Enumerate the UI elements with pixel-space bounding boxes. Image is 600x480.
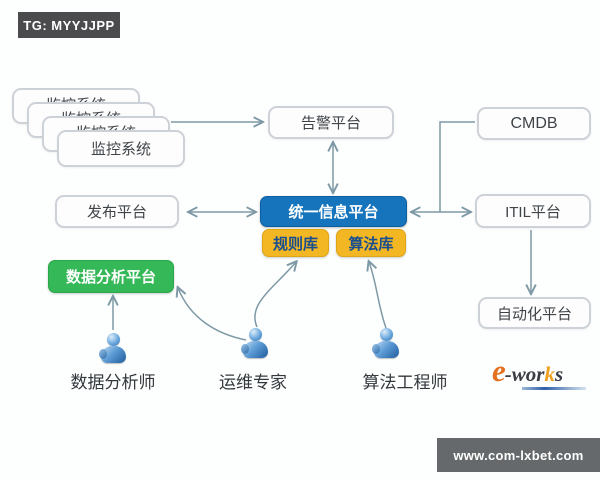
person-head <box>380 328 393 341</box>
node-itil-platform: ITIL平台 <box>475 194 591 228</box>
person-icon-algorithm-engineer <box>371 326 401 364</box>
monitor-system-label: 监控系统 <box>90 141 151 158</box>
person-arm <box>99 349 107 359</box>
logo-wor: wor <box>511 362 545 386</box>
person-icon-ops-expert <box>240 326 270 364</box>
person-head <box>249 328 262 341</box>
logo-s: s <box>554 362 564 386</box>
person-icon-data-analyst <box>98 331 128 369</box>
node-algorithm-library: 算法库 <box>336 229 406 257</box>
person-body <box>101 346 126 363</box>
node-cmdb: CMDB <box>477 107 591 140</box>
arrow-engineer-to-algos <box>369 262 387 329</box>
node-automation-platform: 自动化平台 <box>478 297 591 329</box>
logo-letter-e: e <box>492 353 506 388</box>
eworks-logo: e-works <box>492 353 598 398</box>
logo-k: k <box>544 362 555 386</box>
person-body <box>374 341 399 358</box>
person-arm <box>372 344 380 354</box>
node-data-analytics-platform: 数据分析平台 <box>48 260 174 293</box>
node-publish-platform: 发布平台 <box>55 195 179 228</box>
site-url-bar: www.com-lxbet.com <box>437 438 600 472</box>
logo-hyphen: - <box>504 362 512 386</box>
arrow-ops-to-rules <box>254 262 296 328</box>
node-rule-library: 规则库 <box>262 229 329 257</box>
arrow-ops-to-analytics <box>178 288 247 341</box>
tg-watermark-badge: TG: MYYJJPP <box>18 12 120 38</box>
actor-label-ops-expert: 运维专家 <box>219 372 287 392</box>
connector-cmdb-branch <box>439 121 475 212</box>
actor-label-data-analyst: 数据分析师 <box>70 372 156 392</box>
person-arm <box>241 344 249 354</box>
node-unified-info-platform: 统一信息平台 <box>260 196 407 227</box>
monitor-system-box-front: 监控系统 <box>57 130 185 167</box>
actor-label-algorithm-engineer: 算法工程师 <box>362 372 448 392</box>
logo-underline <box>522 387 586 390</box>
node-alert-platform: 告警平台 <box>268 106 394 139</box>
person-body <box>243 341 268 358</box>
person-head <box>107 333 120 346</box>
